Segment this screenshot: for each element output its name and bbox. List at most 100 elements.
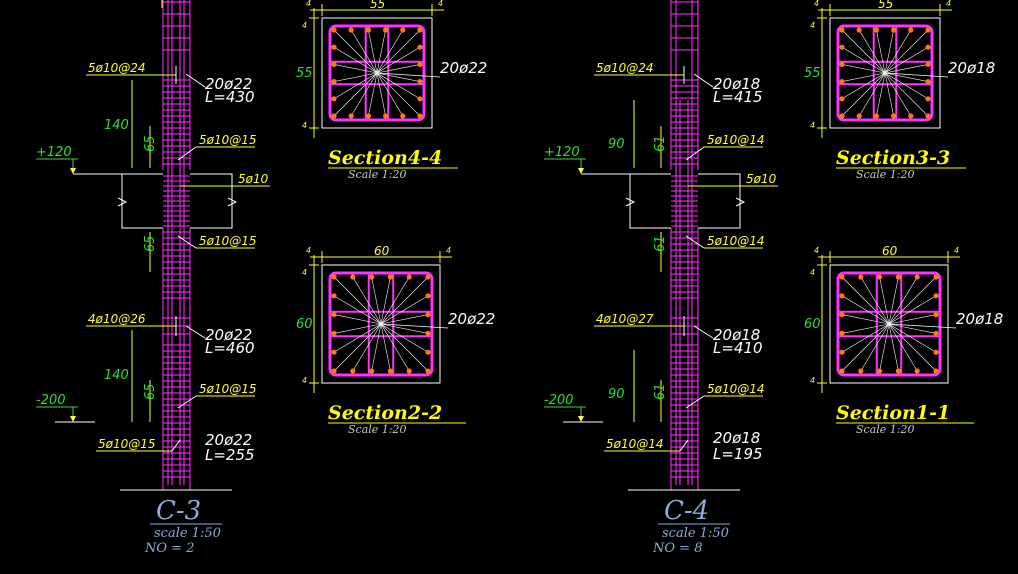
rebar-dot	[925, 96, 931, 102]
tie-label: 5ø10@15	[199, 234, 257, 248]
bar-leader	[841, 323, 890, 372]
tie-label: 5ø10	[238, 172, 269, 186]
bar-leader	[888, 323, 918, 372]
section-title: Section4-4	[328, 147, 442, 169]
bar-leader	[841, 323, 890, 334]
bar-label: 20ø18	[713, 75, 760, 93]
stirrup	[836, 24, 934, 122]
bar-leader	[888, 295, 937, 325]
dim-label: 61	[653, 235, 668, 252]
bar-leader	[376, 72, 421, 82]
bar-leader	[352, 323, 382, 372]
edge-dim-label: 4	[810, 121, 815, 130]
section-bar-label: 20ø22	[440, 59, 487, 77]
beam-c3	[95, 173, 238, 229]
bar-leader	[841, 314, 890, 325]
rebar-dot	[873, 113, 880, 119]
dim-label: 61	[653, 383, 668, 400]
section-scale: Scale 1:20	[856, 423, 914, 436]
rebar-dot	[839, 349, 845, 355]
section-scale: Scale 1:20	[856, 168, 914, 181]
bar-leader	[333, 323, 382, 353]
tie-label: 5ø10	[746, 172, 777, 186]
bar-leader	[333, 29, 378, 74]
bar-label: 20ø22	[205, 431, 252, 449]
elevation-title: C-4	[664, 496, 709, 526]
bar-leader	[888, 323, 899, 372]
beam-c4	[603, 173, 746, 229]
column-c3-ties	[163, 1, 190, 478]
rebar-dot	[400, 27, 406, 33]
tie-label: 5ø10@14	[707, 234, 765, 248]
rebar-dot	[417, 96, 423, 102]
bar-leader	[333, 46, 378, 74]
bar-leader	[860, 276, 890, 325]
tie-callout-c3-c: 5ø10@15	[177, 234, 257, 249]
section-height-label: 60	[804, 317, 821, 332]
bar-leader	[333, 314, 382, 325]
bar-leader	[888, 323, 937, 353]
rebar-dot	[331, 44, 337, 50]
rebar-dot	[387, 274, 393, 280]
bar-leader	[841, 276, 890, 325]
bar-leader	[841, 72, 886, 82]
bar-leader	[884, 46, 929, 74]
elevation-scale: scale 1:50	[154, 526, 221, 541]
bar-leader	[380, 323, 429, 372]
edge-dim-label: 4	[946, 0, 951, 8]
bar-leader	[376, 64, 421, 74]
bar-leader	[368, 29, 378, 74]
dim-label: 90	[608, 137, 625, 152]
rebar-dot	[383, 113, 389, 119]
rebar-dot	[331, 312, 337, 318]
bar-leader	[884, 64, 929, 74]
section-outline	[321, 17, 433, 129]
bar-leader	[841, 46, 886, 74]
edge-dim-label: 4	[306, 0, 311, 8]
tie-label: 5ø10@24	[596, 61, 654, 75]
rebar-dot	[914, 368, 920, 374]
bar-callout-c4-mid: 20ø18 L=410	[693, 325, 763, 357]
edge-dim-label: 4	[306, 246, 311, 255]
bar-leader	[368, 72, 378, 117]
bar-leader	[884, 29, 929, 74]
rebar-dot	[417, 61, 423, 67]
rebar-dot	[348, 27, 354, 33]
rebar-dot	[839, 293, 845, 299]
rebar-dot	[895, 274, 902, 280]
rebar-dot	[331, 61, 337, 67]
bar-leader	[333, 323, 382, 334]
rebar-dot	[331, 349, 337, 355]
tie-label: 4ø10@26	[88, 312, 146, 326]
rebar-dot	[891, 27, 897, 33]
rebar-dot	[933, 274, 939, 280]
bar-leader	[888, 323, 937, 334]
bar-leader	[888, 276, 899, 325]
section-height-label: 55	[804, 66, 821, 81]
dim-label: 140	[104, 368, 129, 383]
bar-leader	[876, 72, 886, 117]
tie-callout-c3-a: 5ø10@15	[177, 133, 257, 161]
level-marker-c3-top: +120	[36, 145, 95, 175]
rebar-dot	[895, 368, 902, 374]
label-leader	[380, 323, 449, 329]
rebar-dot	[425, 312, 431, 318]
length-label: L=410	[713, 339, 763, 357]
rebar-dot	[425, 274, 431, 280]
edge-dim-label: 4	[814, 0, 819, 8]
tie-label: 5ø10@14	[707, 382, 765, 396]
rebar-dot	[417, 79, 423, 85]
bar-callout-c4-bot: 20ø18 L=195	[713, 429, 763, 463]
bar-leader	[333, 72, 378, 82]
rebar-dot	[331, 96, 337, 102]
section-title: Section2-2	[328, 402, 442, 424]
bar-leader	[888, 323, 937, 372]
stirrup	[836, 271, 942, 377]
rebar-dot	[933, 293, 939, 299]
section-width-label: 60	[882, 244, 898, 258]
elevation-c3: +120 -200 140 65 65 140 65 5	[36, 0, 270, 556]
section-scale: Scale 1:20	[348, 168, 406, 181]
